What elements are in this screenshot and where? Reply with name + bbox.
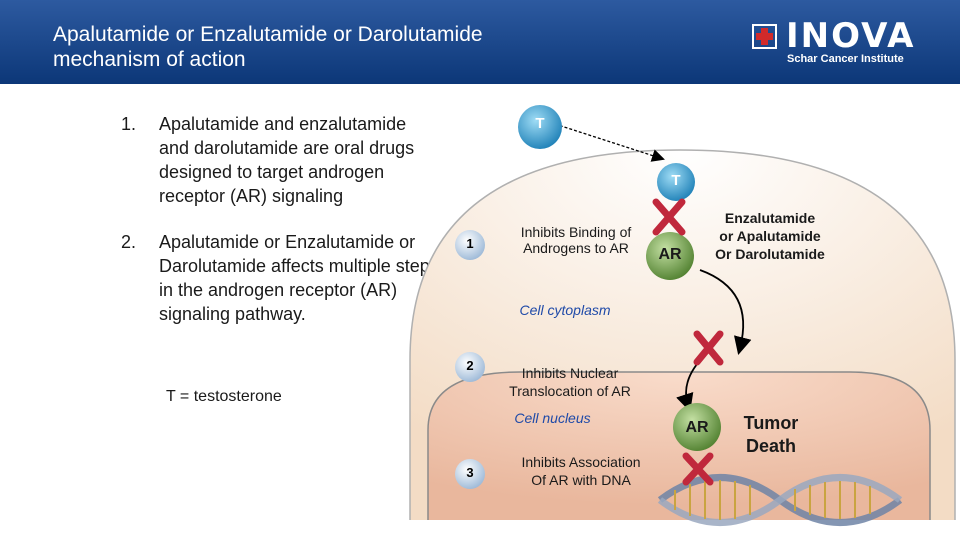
step-3-badge [455,459,485,489]
header-bar: Apalutamide or Enzalutamide or Darolutam… [0,0,960,84]
step-3-line-1: Inhibits Association [521,454,641,470]
nucleus-label: Cell nucleus [514,410,591,426]
testosterone-molecule-mid [657,163,695,201]
drug-names: Enzalutamide or Apalutamide Or Darolutam… [690,209,850,263]
translocation-arrow [699,269,752,355]
step-3-description: Inhibits Association Of AR with DNA [500,453,662,489]
step-1-number: 1 [466,236,474,251]
cross-icon [752,24,777,49]
title-line-1: Apalutamide or Enzalutamide or Darolutam… [53,23,483,46]
step-2-number: 2 [466,358,474,373]
step-3-line-2: Of AR with DNA [531,472,631,488]
logo-subtitle: Schar Cancer Institute [787,53,904,65]
step-3-number: 3 [466,465,474,480]
step-1-line-2: Androgens to AR [523,240,629,256]
list-item: 1. Apalutamide and enzalutamide and daro… [121,112,441,208]
tumor-death-label: Tumor Death [733,412,809,458]
step-2-badge [455,352,485,382]
bullet-number: 2. [121,232,137,252]
step-2-line-1: Inhibits Nuclear [521,365,619,381]
androgen-receptor-nucleus [673,403,721,451]
testosterone-note: T = testosterone [166,388,282,405]
block-x-icon [652,198,686,236]
title-line-2: mechanism of action [53,48,246,71]
binding-arrow [554,123,665,162]
testosterone-label: T [671,172,681,189]
drug-line-2: or Apalutamide [719,228,821,244]
bullet-text: Apalutamide and enzalutamide and darolut… [159,114,415,206]
ar-label: AR [658,246,682,263]
testosterone-molecule-top [518,105,562,149]
bullet-list: 1. Apalutamide and enzalutamide and daro… [121,112,441,348]
step-1-badge [455,230,485,260]
drug-line-3: Or Darolutamide [715,246,825,262]
page-title: Apalutamide or Enzalutamide or Darolutam… [53,22,483,72]
dna-helix-icon [657,474,903,526]
testosterone-label: T [535,115,545,132]
block-x-icon [682,452,714,486]
logo-name: INOVA [786,16,916,56]
tumor-line-2: Death [745,436,796,456]
tumor-line-1: Tumor [743,413,799,433]
drug-line-1: Enzalutamide [724,210,816,226]
list-item: 2. Apalutamide or Enzalutamide or Darolu… [121,230,441,326]
step-1-description: Inhibits Binding of Androgens to AR [496,224,656,256]
bullet-number: 1. [121,114,137,134]
step-1-line-1: Inhibits Binding of [520,224,632,240]
bullet-text: Apalutamide or Enzalutamide or Darolutam… [159,232,439,324]
block-x-icon [693,330,724,366]
androgen-receptor [646,232,694,280]
ar-nucleus-label: AR [685,419,709,436]
cytoplasm-label: Cell cytoplasm [519,302,611,318]
step-2-line-2: Translocation of AR [509,383,631,399]
step-2-description: Inhibits Nuclear Translocation of AR [490,364,650,400]
